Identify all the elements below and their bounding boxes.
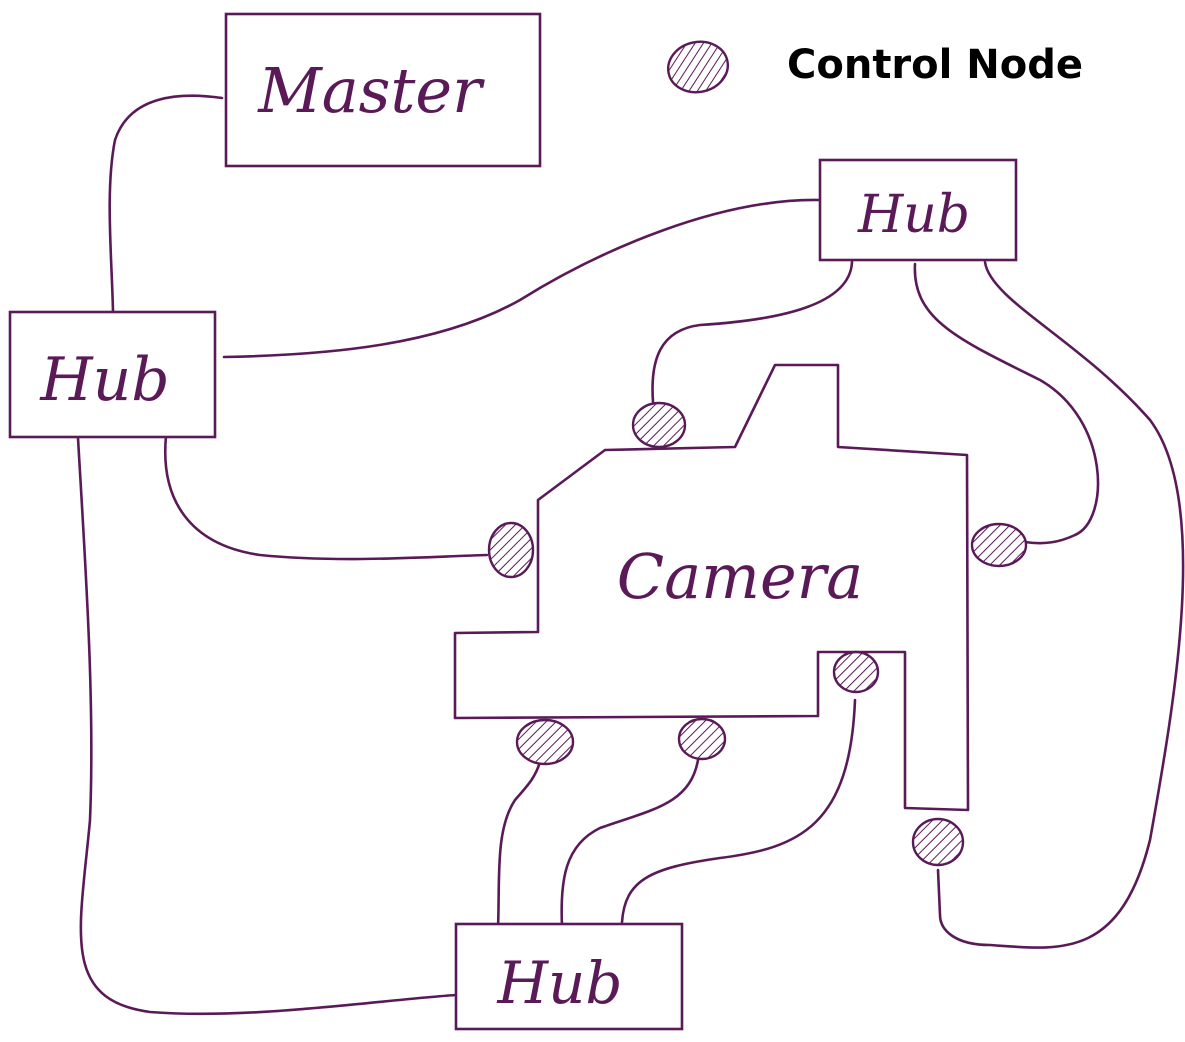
hub-left-box: Hub	[8, 310, 217, 439]
wire-hub-top-right-to-camera-right-node	[913, 262, 1100, 545]
control-node-camera-bottom-right	[911, 817, 965, 867]
hatched-circle-icon	[666, 40, 730, 94]
control-node-camera-right	[970, 522, 1028, 568]
wire-hub-top-right-to-hub-left	[222, 198, 822, 359]
control-node-camera-left	[487, 521, 535, 579]
wire-hub-bottom-to-camera-bottom-middle-node	[560, 758, 700, 928]
master-box: Master	[224, 12, 542, 168]
legend-label: Control Node	[787, 42, 1083, 88]
wire-hub-bottom-to-camera-bottom-left-node	[496, 760, 542, 930]
wire-hub-left-to-hub-bottom	[76, 436, 458, 1016]
wire-hub-bottom-to-camera-lower-right-node	[620, 698, 857, 924]
hub-bottom-box: Hub	[454, 922, 684, 1031]
camera-label: Camera	[617, 540, 864, 613]
hub-top-right-label: Hub	[857, 185, 970, 245]
wire-master-to-hub-left	[108, 94, 224, 314]
wire-hub-top-right-to-camera-top-node	[651, 260, 854, 404]
control-node-camera-top	[631, 401, 687, 449]
control-node-camera-lower-right	[832, 650, 880, 694]
wire-hub-top-right-to-camera-bottom-right-node	[936, 260, 1185, 949]
connection-lines	[76, 94, 1185, 1016]
master-label: Master	[257, 54, 485, 127]
hub-left-label: Hub	[39, 345, 169, 415]
wire-hub-left-to-camera-left-node	[163, 434, 489, 561]
control-node-camera-bottom-middle	[677, 717, 727, 761]
control-nodes	[487, 401, 1028, 867]
legend: Control Node	[666, 40, 1083, 94]
hub-bottom-label: Hub	[496, 949, 622, 1017]
control-node-camera-bottom-left	[515, 718, 575, 766]
hub-top-right-box: Hub	[818, 158, 1018, 262]
